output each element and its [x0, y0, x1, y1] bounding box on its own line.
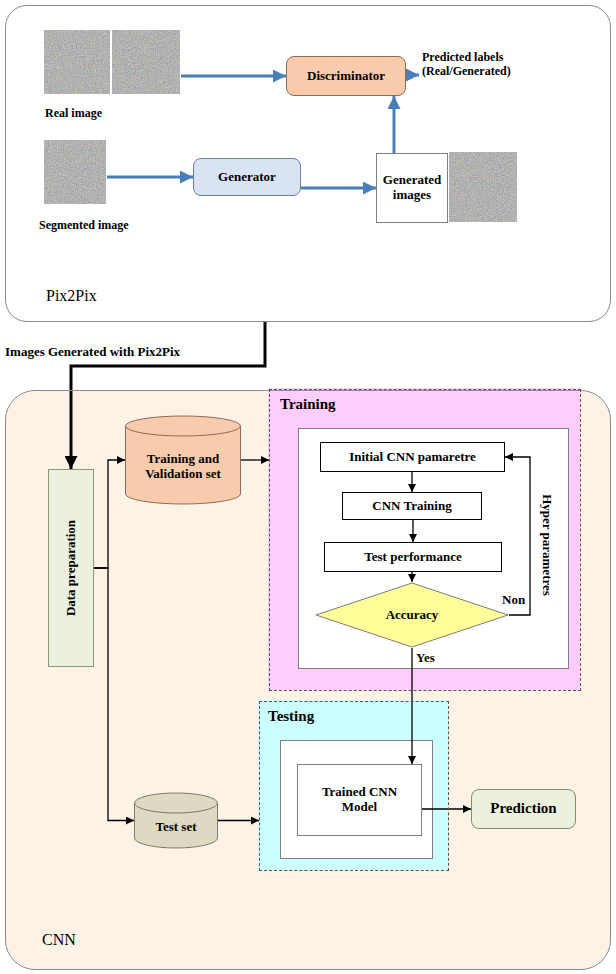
connector-arrow [505, 457, 530, 615]
label-text: Hyper parametres [539, 494, 555, 596]
connector-arrow [218, 820, 259, 821]
connector-arrow [181, 75, 286, 78]
edge-label: Non [502, 592, 525, 608]
connector-arrow [411, 572, 412, 582]
node-text: Segmented image [39, 219, 129, 233]
panel-title: Testing [268, 708, 314, 725]
panel-title: Pix2Pix [46, 287, 97, 305]
testing-inner-frame [281, 741, 433, 859]
process-box: Discriminator [286, 56, 406, 96]
node-text: Accuracy [386, 608, 439, 623]
cylinder-rim [126, 426, 241, 436]
node-text: Test performance [364, 550, 461, 565]
real-image-texture [44, 30, 110, 94]
connector-arrow [301, 187, 376, 190]
connector-arrow [411, 648, 412, 764]
connector-arrow [412, 520, 413, 542]
node-text: Data preparation [64, 520, 79, 616]
cylinder-body [135, 793, 218, 848]
real-image-texture [112, 30, 180, 94]
node-text: Training and Validation set [131, 452, 235, 482]
connector-arrow [241, 459, 269, 460]
process-box: Data preparation [48, 469, 94, 667]
process-box: Trained CNN Model [297, 764, 422, 836]
training-inner-frame [299, 429, 569, 669]
data-cylinder: Training and Validation set [125, 416, 241, 504]
node-text: Initial CNN pamaretre [349, 450, 476, 465]
panel-title: CNN [42, 931, 76, 949]
cnn-panel: CNN Data preparation Training and Validati… [5, 390, 611, 970]
connector-arrow [393, 96, 396, 153]
data-cylinder: Test set [134, 793, 218, 848]
panel-title: Training [280, 396, 336, 413]
image-thumbnail: Segmented image [39, 141, 151, 233]
node-text: Generator [218, 170, 276, 185]
stage-panel: TestingTrained CNN Model [259, 701, 449, 871]
generated-image-texture [449, 152, 517, 222]
output-arrow [405, 74, 419, 77]
stage-panel: TrainingInitial CNN pamaretreCNN Trainin… [269, 389, 581, 691]
cylinder-rim [135, 803, 218, 813]
connector-arrow [107, 176, 193, 179]
diamond-shape [316, 583, 508, 647]
process-box: Initial CNN pamaretre [320, 442, 505, 472]
process-box: CNN Training [342, 492, 482, 520]
node-text: Generated images [383, 173, 441, 203]
node-text: Real image [45, 107, 102, 121]
node-text: Discriminator [307, 69, 385, 84]
image-box: Generated images [376, 153, 448, 223]
node-text: Trained CNN Model [304, 785, 415, 815]
output-box: Prediction [471, 789, 576, 829]
node-text: Prediction [490, 800, 556, 817]
pix2pix-panel: Pix2Pix Real image DiscriminatorSegmented … [5, 5, 611, 322]
node-text: Test set [155, 820, 196, 835]
segmented-image-texture [44, 140, 106, 204]
process-box: Generator [193, 158, 301, 196]
decision-diamond: Accuracy [315, 582, 509, 648]
edge-label: Yes [416, 650, 435, 666]
connector-arrow [411, 472, 412, 492]
output-label: Predicted labels (Real/Generated) [422, 50, 534, 79]
edge-label: Images Generated with Pix2Pix [5, 344, 180, 360]
testing-panel-ground [258, 700, 448, 870]
node-text: CNN Training [372, 499, 451, 514]
connector-arrow [422, 808, 471, 809]
connector-arrow [94, 568, 134, 821]
connector-arrow [94, 460, 125, 568]
training-panel-ground [268, 388, 580, 690]
cylinder-body [126, 416, 241, 504]
process-box: Test performance [324, 542, 502, 572]
image-thumbnail: Real image [45, 31, 181, 121]
